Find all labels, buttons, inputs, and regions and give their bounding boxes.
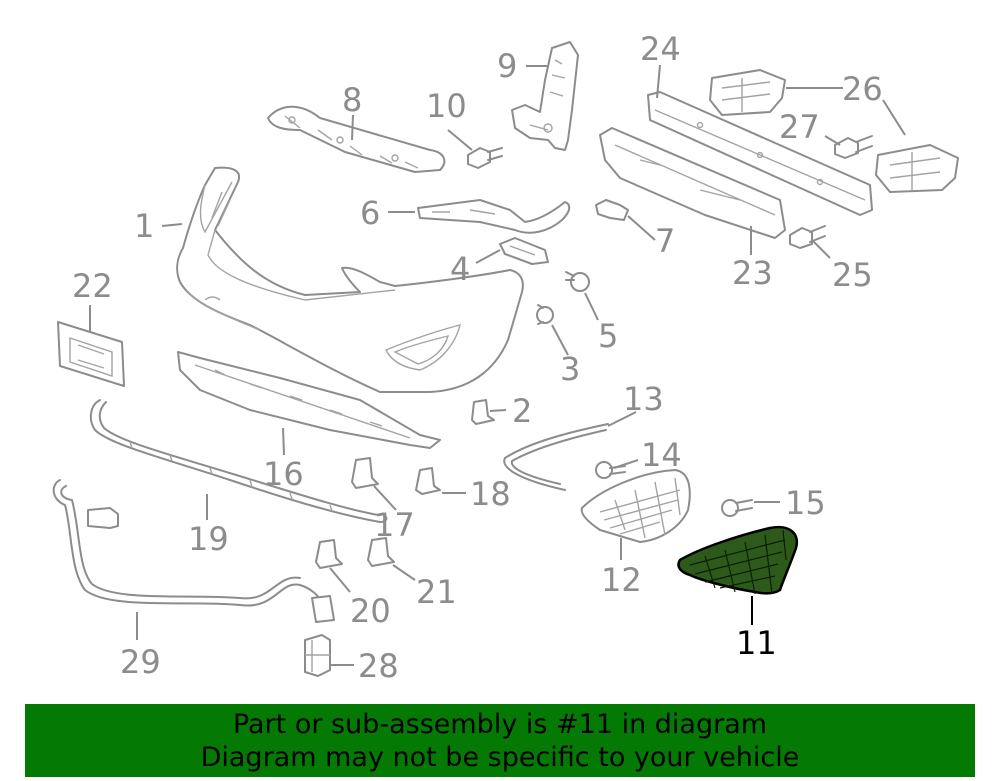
upper-bracket	[267, 105, 446, 173]
reinforcement-bar	[647, 91, 873, 216]
bolt-27	[834, 135, 873, 159]
callout-20: 20	[350, 592, 391, 630]
fender-bracket	[511, 41, 579, 151]
screw-14	[595, 461, 626, 479]
upper-grille	[580, 469, 691, 543]
callout-10: 10	[426, 87, 467, 125]
crush-can-lower	[875, 144, 959, 193]
callout-9: 9	[497, 47, 517, 85]
callout-1: 1	[134, 207, 154, 245]
callout-26: 26	[842, 70, 883, 108]
bumper-cover	[176, 166, 524, 393]
callout-27: 27	[779, 108, 820, 146]
callout-4: 4	[450, 250, 470, 288]
side-bracket	[417, 199, 571, 234]
garnish-strip	[503, 423, 609, 491]
callout-11: 11	[736, 624, 777, 662]
clip-20	[315, 539, 343, 569]
callout-15: 15	[785, 484, 826, 522]
callout-8: 8	[342, 81, 362, 119]
clip-21	[367, 537, 395, 567]
callout-7: 7	[655, 222, 675, 260]
callout-25: 25	[832, 256, 873, 294]
bolt-5	[565, 271, 590, 292]
callout-labels: 1 2 3 4 5 6 7 8 9 10 11 12 13 14 15 16 1…	[72, 30, 883, 685]
callout-23: 23	[732, 254, 773, 292]
lower-absorber	[177, 351, 441, 449]
clip-bracket	[499, 237, 549, 265]
sensor-connector	[304, 634, 331, 677]
callout-6: 6	[360, 194, 380, 232]
callout-13: 13	[623, 380, 664, 418]
callout-21: 21	[416, 573, 457, 611]
callout-17: 17	[374, 506, 415, 544]
bolt-7	[595, 199, 629, 221]
clip-2	[471, 399, 495, 425]
wire-harness	[52, 479, 335, 623]
lower-trim	[89, 399, 388, 523]
callout-16: 16	[263, 455, 304, 493]
callout-18: 18	[470, 475, 511, 513]
parts-diagram: 1 2 3 4 5 6 7 8 9 10 11 12 13 14 15 16 1…	[52, 30, 959, 685]
bolt-25	[789, 225, 826, 249]
callout-19: 19	[188, 520, 229, 558]
banner-line-1: Part or sub-assembly is #11 in diagram	[232, 709, 768, 740]
energy-absorber	[599, 127, 786, 239]
clip-18	[415, 467, 441, 495]
license-bracket	[57, 321, 125, 387]
bolt-10	[467, 147, 503, 169]
callout-14: 14	[641, 436, 682, 474]
info-banner: Part or sub-assembly is #11 in diagram D…	[25, 704, 975, 777]
callout-28: 28	[358, 647, 399, 685]
banner-line-2: Diagram may not be specific to your vehi…	[200, 742, 800, 773]
screw-3	[536, 304, 554, 325]
lower-grille-highlighted	[677, 525, 799, 595]
callout-3: 3	[560, 350, 580, 388]
clip-17	[351, 457, 379, 489]
crush-can-upper	[709, 69, 786, 116]
callout-22: 22	[72, 267, 113, 305]
screw-15	[721, 499, 753, 517]
leader-lines	[89, 64, 906, 666]
callout-2: 2	[512, 392, 532, 430]
callout-24: 24	[640, 30, 681, 68]
callout-29: 29	[120, 643, 161, 681]
callout-12: 12	[601, 561, 642, 599]
callout-5: 5	[598, 317, 618, 355]
